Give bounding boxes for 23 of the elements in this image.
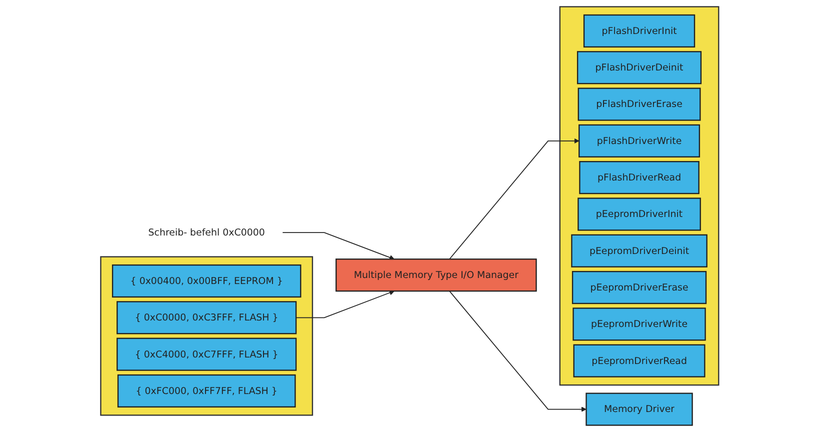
node-box: pFlashDriverDeinit bbox=[577, 51, 702, 84]
arrow bbox=[449, 138, 580, 260]
node-box: pEepromDriverRead bbox=[574, 344, 706, 378]
arrow bbox=[449, 290, 587, 412]
cluster bbox=[100, 256, 314, 416]
node-box: pEepromDriverErase bbox=[572, 270, 707, 304]
cluster bbox=[560, 6, 720, 386]
node-box: { 0xC0000, 0xC3FFF, FLASH } bbox=[116, 301, 297, 334]
node-box: Memory Driver bbox=[586, 392, 694, 426]
node-box: { 0x00400, 0x00BFF, EEPROM } bbox=[112, 264, 302, 298]
arrow bbox=[296, 290, 395, 318]
node-box: pFlashDriverWrite bbox=[578, 124, 700, 158]
node-text: Schreib- befehl 0xC0000 bbox=[148, 226, 266, 238]
node-box: { 0xC4000, 0xC7FFF, FLASH } bbox=[116, 338, 297, 371]
node-box: pEepromDriverDeinit bbox=[571, 234, 708, 268]
node-box: pFlashDriverInit bbox=[584, 14, 696, 48]
node-box: pEepromDriverWrite bbox=[572, 308, 706, 341]
node-box: Multiple Memory Type I/O Manager bbox=[336, 258, 538, 292]
node-box: pFlashDriverErase bbox=[578, 88, 702, 121]
arrow bbox=[282, 232, 395, 260]
node-box: pEepromDriverInit bbox=[578, 198, 702, 231]
node-box: pFlashDriverRead bbox=[579, 161, 700, 194]
node-box: { 0xFC000, 0xFF7FF, FLASH } bbox=[118, 374, 296, 408]
